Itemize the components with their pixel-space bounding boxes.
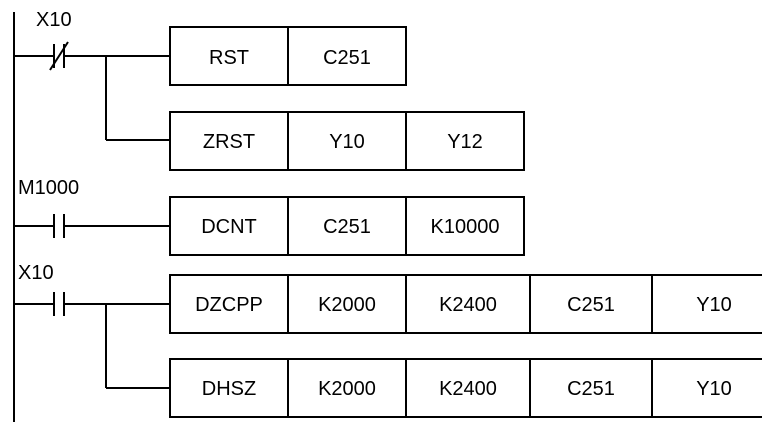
rung-3: X10 DZCPP K2000 K2400 C251 Y10 — [14, 262, 762, 418]
instruction-operand: C251 — [323, 47, 371, 69]
nc-contact-symbol — [14, 41, 170, 71]
rung-2: M1000 DCNT C251 K10000 — [14, 177, 525, 256]
instruction-op: DCNT — [201, 216, 257, 238]
instruction-operand: K2400 — [439, 294, 497, 316]
instruction-operand: K10000 — [431, 216, 500, 238]
instruction-box: DHSZ K2000 K2400 C251 Y10 — [169, 358, 762, 418]
instruction-operand: C251 — [567, 294, 615, 316]
instruction-box: ZRST Y10 Y12 — [169, 111, 525, 171]
instruction-operand: K2000 — [318, 378, 376, 400]
instruction-operand: C251 — [567, 378, 615, 400]
instruction-box: DZCPP K2000 K2400 C251 Y10 — [169, 274, 762, 334]
instruction-op: ZRST — [203, 131, 255, 153]
instruction-op: DZCPP — [195, 294, 263, 316]
instruction-box: DCNT C251 K10000 — [169, 196, 525, 256]
instruction-operand: K2400 — [439, 378, 497, 400]
instruction-operand: Y12 — [447, 131, 483, 153]
instruction-op: DHSZ — [202, 378, 256, 400]
no-contact-symbol — [14, 292, 170, 316]
instruction-operand: K2000 — [318, 294, 376, 316]
instruction-operand: Y10 — [696, 378, 732, 400]
rung-1: X10 RST C251 ZRST Y10 Y12 — [14, 9, 525, 171]
contact-label: X10 — [36, 9, 72, 31]
instruction-operand: Y10 — [329, 131, 365, 153]
instruction-box: RST C251 — [169, 26, 407, 86]
instruction-operand: C251 — [323, 216, 371, 238]
no-contact-symbol — [14, 214, 170, 238]
contact-label: M1000 — [18, 177, 79, 199]
contact-label: X10 — [18, 262, 54, 284]
instruction-op: RST — [209, 47, 249, 69]
instruction-operand: Y10 — [696, 294, 732, 316]
